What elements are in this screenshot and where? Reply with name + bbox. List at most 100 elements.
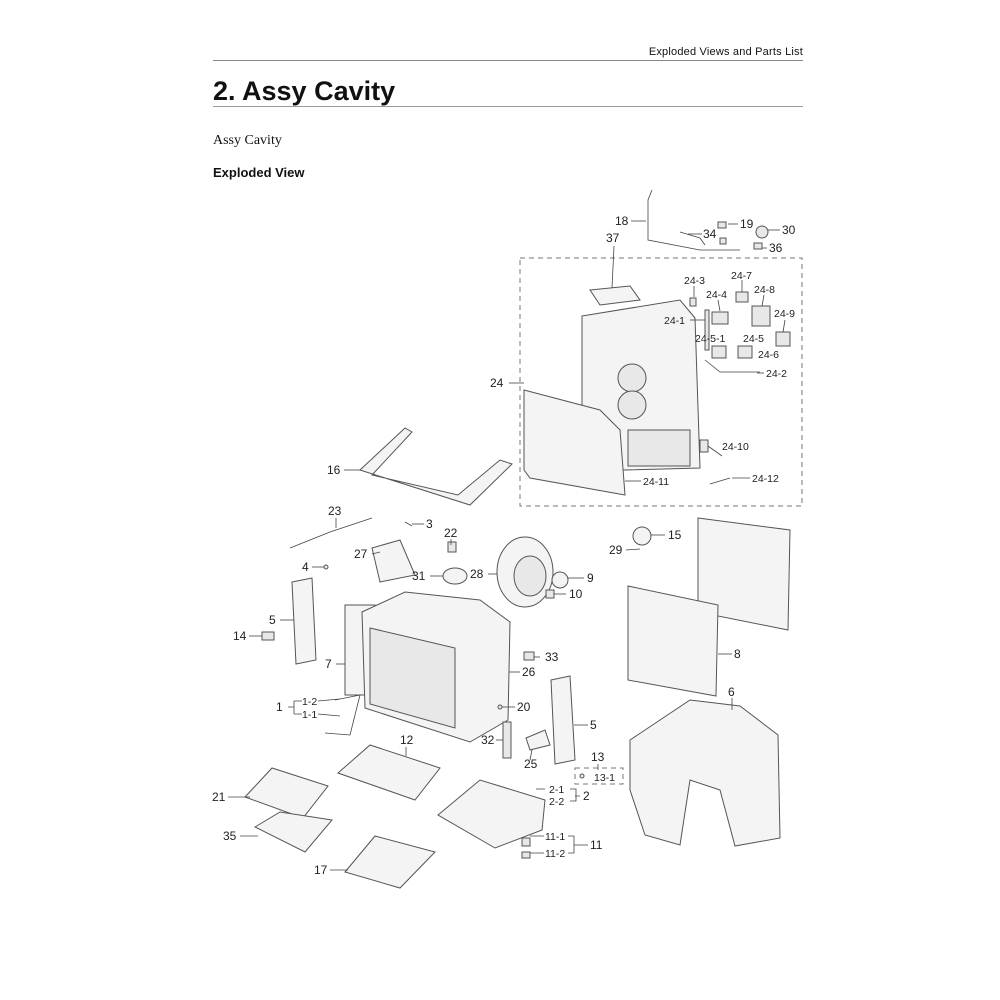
part-24-8: [751, 305, 771, 327]
callout-4: 4: [302, 560, 309, 574]
callout-24-4: 24-4: [706, 289, 727, 301]
part-5-left-trim: [291, 577, 317, 665]
part-36: [753, 242, 763, 250]
part-27-duct: [371, 539, 416, 583]
part-24-3: [689, 297, 697, 307]
callout-23: 23: [328, 504, 342, 518]
part-24-12-wire: [709, 477, 731, 485]
callout-24-5: 24-5: [743, 333, 764, 345]
callout-2-2: 2-2: [549, 796, 564, 808]
part-6-outer-cover: [629, 699, 781, 847]
part-24-insulation: [523, 389, 626, 496]
part-31-ring: [442, 567, 468, 585]
callout-24-12: 24-12: [752, 473, 779, 485]
leader-24-9: [782, 319, 786, 333]
page-subtitle: Assy Cavity: [213, 133, 282, 148]
part-17-drawer-liner: [344, 835, 436, 889]
leader-29: [625, 548, 641, 551]
leader-24-8: [761, 294, 765, 307]
callout-37: 37: [606, 231, 620, 245]
callout-24: 24: [490, 376, 504, 390]
part-33: [523, 651, 535, 661]
part-1-bracket: [324, 694, 361, 736]
part-25: [525, 729, 551, 751]
callout-6: 6: [728, 685, 735, 699]
callout-11-1: 11-1: [545, 831, 565, 843]
part-22: [447, 541, 457, 553]
leader-25: [529, 749, 533, 761]
part-24-1: [704, 309, 710, 351]
callout-24-2: 24-2: [766, 368, 787, 380]
callout-11-2: 11-2: [545, 848, 565, 860]
callout-31: 31: [412, 569, 426, 583]
callout-24-11: 24-11: [643, 476, 669, 488]
part-12-bottom-panel: [337, 744, 441, 801]
part-16-top-frame: [359, 427, 513, 506]
callout-5-left: 5: [269, 613, 276, 627]
callout-8: 8: [734, 647, 741, 661]
part-35-plate: [253, 811, 333, 853]
part-13-1: [579, 773, 585, 779]
callout-16: 16: [327, 463, 341, 477]
callout-27: 27: [354, 547, 368, 561]
callout-10: 10: [569, 587, 583, 601]
callout-24-5-1: 24-5-1: [695, 333, 726, 345]
callout-2-1: 2-1: [549, 784, 564, 796]
part-20: [497, 704, 503, 710]
page-title: 2. Assy Cavity: [213, 76, 396, 106]
part-24-7: [735, 291, 749, 303]
leader-24-10: [707, 445, 723, 457]
part-3-screw: [404, 521, 413, 527]
callout-21: 21: [212, 790, 226, 804]
callout-33: 33: [545, 650, 559, 664]
callout-24-6: 24-6: [758, 349, 779, 361]
callout-36: 36: [769, 241, 783, 255]
callout-2: 2: [583, 789, 590, 803]
callout-32: 32: [481, 733, 495, 747]
part-19b: [719, 237, 727, 245]
part-10: [545, 589, 555, 599]
callout-29: 29: [609, 543, 623, 557]
part-2-bottom-frame: [437, 779, 546, 849]
part-15-fan-blade: [632, 526, 652, 546]
part-4: [323, 564, 329, 570]
part-30: [755, 225, 769, 239]
part-5-right-trim: [550, 675, 576, 765]
callout-1-2: 1-2: [302, 696, 317, 708]
callout-3: 3: [426, 517, 433, 531]
assembly-24-boundary: [519, 257, 803, 507]
callout-7: 7: [325, 657, 332, 671]
callout-24-7: 24-7: [731, 270, 752, 282]
callout-24-3: 24-3: [684, 275, 705, 287]
callout-24-8: 24-8: [754, 284, 775, 296]
part-14: [261, 631, 275, 641]
part-28-fan: [513, 555, 547, 597]
callout-17: 17: [314, 863, 328, 877]
part-9-motor: [551, 571, 569, 589]
part-8-panel-rear: [697, 517, 791, 631]
part-21-plate: [244, 767, 329, 819]
callout-12: 12: [400, 733, 414, 747]
callout-9: 9: [587, 571, 594, 585]
callout-5-right: 5: [590, 718, 597, 732]
part-26-cavity-opening: [369, 627, 456, 729]
callout-15: 15: [668, 528, 682, 542]
callout-35: 35: [223, 829, 237, 843]
callout-20: 20: [517, 700, 531, 714]
part-37-bracket: [589, 285, 641, 306]
callout-22: 22: [444, 526, 458, 540]
part-11-2: [521, 851, 531, 859]
leader-37: [611, 245, 615, 289]
section-label: Exploded View: [213, 165, 305, 180]
title-divider: [213, 106, 803, 107]
part-11-1: [521, 837, 531, 847]
callout-24-1: 24-1: [664, 315, 685, 327]
callout-30: 30: [782, 223, 796, 237]
part-24-10: [699, 439, 709, 453]
callout-19: 19: [740, 217, 754, 231]
callout-18: 18: [615, 214, 629, 228]
callout-28: 28: [470, 567, 484, 581]
callout-26: 26: [522, 665, 536, 679]
leader-24-4: [717, 299, 721, 312]
